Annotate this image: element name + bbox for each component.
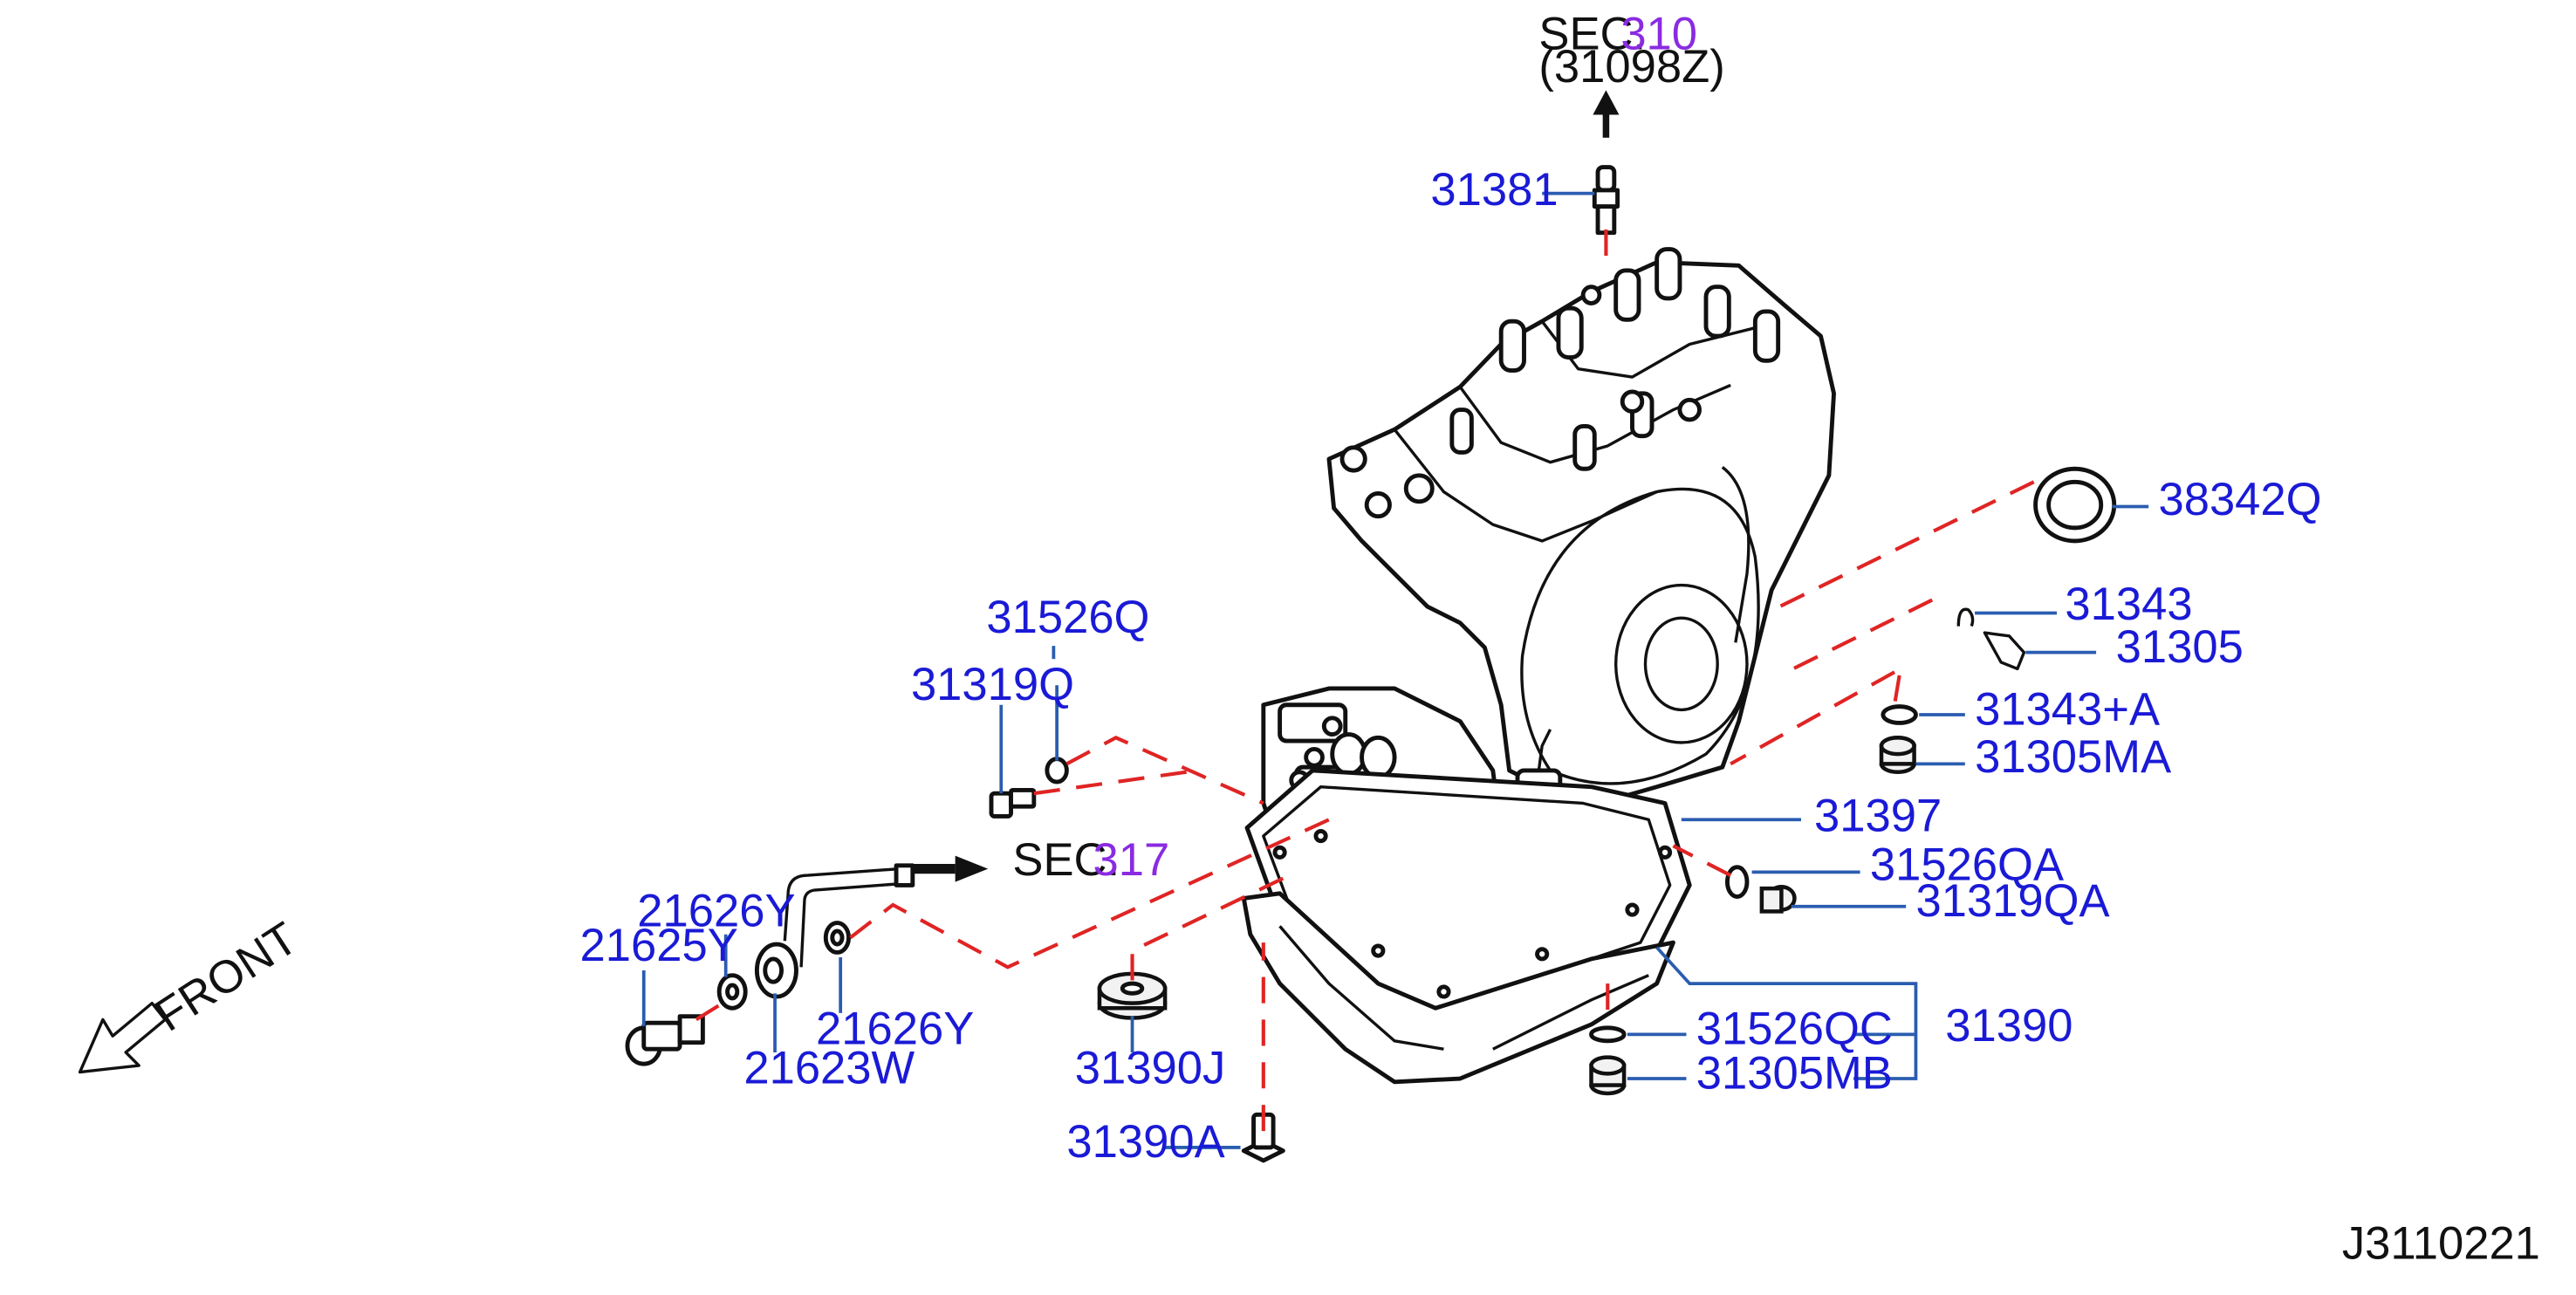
- plug-31305MB: [1589, 1055, 1627, 1096]
- sec-310-subpart: (31098Z): [1538, 41, 1724, 92]
- arrow-up-sec-310: [1593, 90, 1620, 138]
- sec-310-label: SEC.: [1538, 8, 1646, 59]
- part-label-21626Y-top[interactable]: 21626Y: [637, 885, 795, 936]
- washer-21626Y-right: [823, 921, 852, 955]
- part-label-31390J[interactable]: 31390J: [1075, 1043, 1226, 1094]
- washer-21626Y-left: [716, 973, 748, 1011]
- part-label-31390A[interactable]: 31390A: [1066, 1116, 1224, 1168]
- diagram-code: J3110221: [2342, 1218, 2540, 1270]
- front-arrow-icon: [78, 1001, 167, 1074]
- part-label-31305[interactable]: 31305: [2116, 621, 2244, 673]
- part-label-31319Q[interactable]: 31319Q: [911, 659, 1074, 710]
- o-ring-31343-A: [1881, 704, 1918, 725]
- front-label: FRONT: [146, 912, 306, 1041]
- bolt-21625Y: [625, 1014, 705, 1066]
- o-ring-31526QC: [1589, 1025, 1627, 1044]
- part-label-31305MA[interactable]: 31305MA: [1975, 731, 2171, 783]
- part-label-31381[interactable]: 31381: [1430, 164, 1558, 216]
- part-label-31343[interactable]: 31343: [2065, 579, 2192, 630]
- drain-washer-31390J: [1097, 971, 1168, 1020]
- part-label-31305MB[interactable]: 31305MB: [1696, 1047, 1893, 1099]
- part-label-31526Q[interactable]: 31526Q: [986, 592, 1149, 643]
- connector-31305: [1983, 631, 2026, 671]
- part-label-21623W[interactable]: 21623W: [743, 1043, 915, 1094]
- sec-317-number[interactable]: 317: [1093, 834, 1169, 886]
- part-label-21626Y-bottom[interactable]: 21626Y: [816, 1004, 974, 1055]
- dashed-guides: [695, 229, 2035, 1132]
- bolt-31319Q: [989, 787, 1037, 819]
- o-ring-31526QA: [1724, 865, 1750, 899]
- oil-seal-38342Q: [2033, 466, 2117, 544]
- sec-310-number[interactable]: 310: [1620, 8, 1697, 59]
- bolt-31390A: [1241, 1112, 1285, 1163]
- part-label-31526QC[interactable]: 31526QC: [1696, 1004, 1893, 1055]
- oil-pan: [1241, 768, 1692, 1085]
- part-label-38342Q[interactable]: 38342Q: [2158, 474, 2321, 525]
- cooler-hose-21623W: [754, 855, 989, 999]
- o-ring-31526Q: [1045, 757, 1069, 785]
- part-label-31526QA[interactable]: 31526QA: [1870, 839, 2064, 891]
- part-label-21625Y[interactable]: 21625Y: [579, 920, 737, 971]
- sec-317-label: SEC.: [1012, 834, 1120, 886]
- part-label-31390[interactable]: 31390: [1945, 1000, 2072, 1052]
- stud-31381: [1592, 165, 1620, 236]
- part-label-31397[interactable]: 31397: [1814, 790, 1942, 841]
- plug-31319QA: [1759, 885, 1797, 914]
- part-label-31319QA[interactable]: 31319QA: [1915, 875, 2109, 927]
- part-label-31343-A[interactable]: 31343+A: [1975, 683, 2160, 735]
- leader-lines: [641, 191, 2149, 1149]
- plug-31305MA: [1879, 736, 1916, 775]
- o-ring-31343: [1956, 607, 1975, 627]
